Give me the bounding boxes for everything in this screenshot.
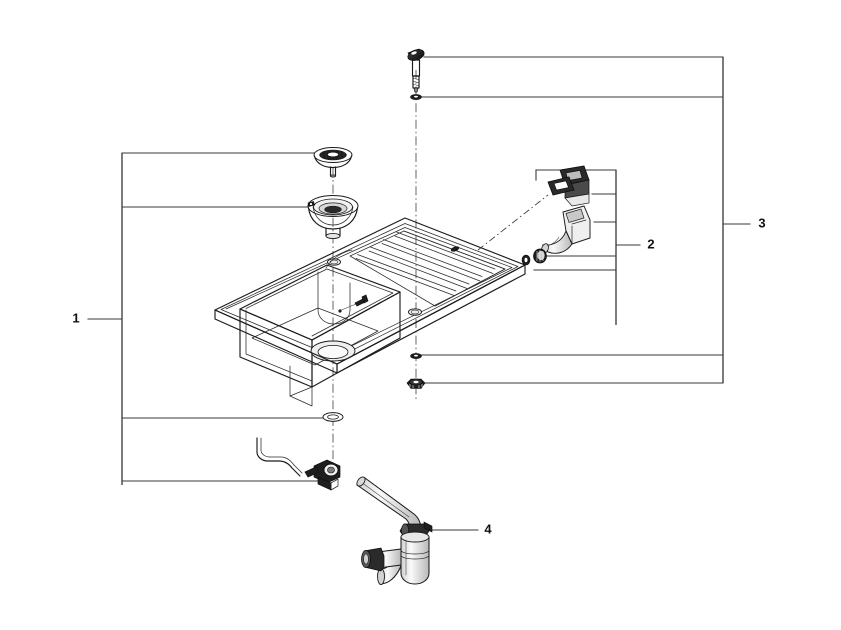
drain-gasket-inner — [327, 414, 339, 420]
overflow-cover-plate[interactable] — [559, 165, 590, 207]
drainboard-groove-3 — [381, 243, 481, 282]
mounting-screw-threads — [412, 77, 420, 87]
bowl-corner-radius — [317, 271, 351, 325]
callout-1-number: 1 — [72, 310, 79, 325]
mounting-screw-thread-body — [412, 75, 420, 89]
waste-control-cable-2 — [260, 437, 303, 474]
waste-control-knob-center — [327, 466, 335, 474]
upper-washer-hole — [414, 95, 418, 98]
drainboard-groove-4b — [396, 231, 496, 270]
drainboard-grooves — [355, 231, 496, 296]
overflow-elbow-line-1 — [571, 219, 587, 225]
overflow-cover-plate-bottom — [564, 193, 590, 207]
waste-control-hole-inner — [410, 309, 420, 315]
trap-side-outlet[interactable] — [361, 547, 402, 572]
sink-basin-with-drainboard[interactable] — [214, 217, 526, 407]
trap-body-seam-2 — [400, 555, 430, 560]
drain-body-outlet-end — [325, 232, 341, 240]
drainboard-groove-3b — [383, 239, 483, 277]
bowl-opening-inner — [245, 268, 394, 337]
drain-body-bore — [324, 205, 342, 214]
overflow-gasket-aperture — [553, 180, 569, 191]
drainboard-groove-1 — [355, 258, 455, 296]
sink-apron-front-right — [336, 264, 526, 374]
callout-3-number: 3 — [758, 215, 765, 230]
overflow-assembly-detail[interactable] — [477, 165, 591, 266]
trap-inlet-opening — [356, 476, 366, 487]
remote-waste-control[interactable] — [256, 437, 341, 491]
drainboard-edge — [403, 230, 506, 307]
mounting-nut[interactable] — [406, 378, 426, 389]
strainer-basket-body — [313, 155, 353, 169]
trap-side-nut-bore — [363, 553, 369, 565]
trap-inlet-pipe-hl — [360, 481, 410, 518]
bowl-drain-opening — [317, 344, 349, 359]
lower-washer-hole — [414, 354, 418, 357]
overflow-nut-knurl — [536, 250, 544, 262]
callout-1-group[interactable]: 1 — [72, 152, 331, 485]
trap-compression-nut-tab — [423, 521, 433, 533]
trap-body — [400, 536, 430, 585]
drainboard-groove-2 — [368, 250, 468, 289]
drainboard-groove-4 — [394, 235, 494, 274]
sink-strainer-basket[interactable] — [313, 147, 353, 178]
trap-body-top — [400, 531, 430, 543]
bowl-bottom — [251, 307, 379, 366]
overflow-assembly-lead — [477, 194, 549, 251]
overflow-o-ring[interactable] — [521, 254, 531, 266]
bowl-wall-right — [311, 291, 401, 388]
drain-gasket-ring[interactable] — [322, 412, 344, 422]
mounting-nut-hole — [413, 380, 419, 384]
overflow-o-ring-hole — [524, 257, 528, 263]
waste-control-cable — [256, 437, 301, 477]
drain-body-cone-inner — [312, 206, 354, 226]
strainer-basket-stem-end — [329, 174, 336, 178]
bottle-trap-siphon[interactable] — [355, 475, 433, 585]
overflow-connector-nut[interactable] — [533, 248, 547, 264]
overflow-elbow-housing[interactable] — [540, 205, 591, 254]
drainboard-groove-1b — [357, 254, 457, 292]
sink-deck-inner-bevel — [220, 223, 519, 359]
overflow-elbow-facet — [565, 208, 585, 223]
bowl-underside-tab-edge — [289, 386, 313, 407]
drainboard-groove-2b — [370, 246, 470, 285]
strainer-basket-center — [327, 152, 339, 157]
overflow-nut-bore — [536, 250, 546, 261]
callout-4-group[interactable]: 4 — [431, 521, 492, 536]
lower-washer[interactable] — [410, 353, 422, 359]
mounting-nut-knurl — [409, 384, 423, 388]
mounting-screw-tip — [413, 87, 419, 93]
strainer-basket-rib-group — [321, 151, 345, 159]
drain-body-flange[interactable] — [307, 195, 359, 240]
drainboard-overflow-slot — [450, 246, 460, 252]
upper-washer[interactable] — [410, 94, 422, 100]
callout-4-number: 4 — [484, 521, 492, 536]
overflow-elbow-bend — [541, 229, 573, 254]
mounting-screw[interactable] — [406, 47, 425, 93]
trap-body-seam-1 — [400, 550, 430, 555]
mounting-screw-drive — [410, 50, 418, 56]
bowl-underside-tab — [289, 365, 313, 397]
bowl-overflow-mark — [338, 294, 369, 313]
sink-deck-notch — [325, 249, 353, 269]
callout-2-number: 2 — [647, 236, 654, 251]
waste-control-cable-joint — [304, 466, 320, 478]
overflow-elbow-bend-hl — [546, 236, 560, 247]
waste-control-lower-stub-side — [330, 478, 339, 491]
drain-body-lug-hole — [309, 202, 313, 206]
drain-body-cone — [307, 207, 359, 230]
callout-3-group[interactable]: 3 — [419, 56, 766, 384]
overflow-gasket[interactable] — [547, 176, 575, 196]
tap-hole-inner — [329, 259, 339, 265]
